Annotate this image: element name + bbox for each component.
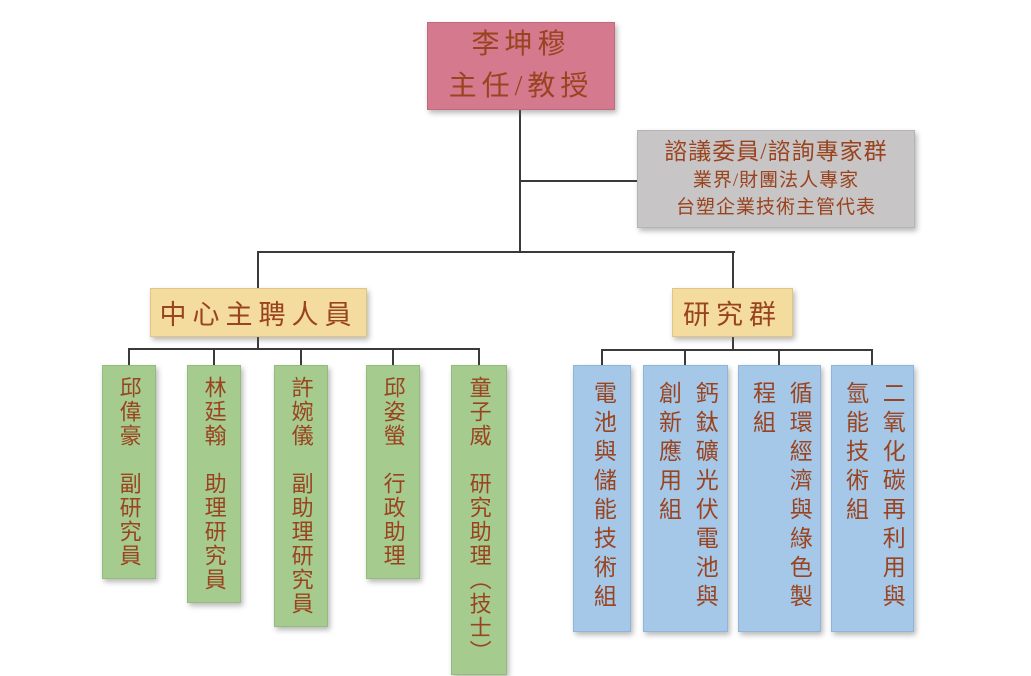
connector-research-down [732, 337, 734, 351]
staff-member-text: 邱偉豪 副研究員 [116, 376, 142, 568]
advisory-line3: 台塑企業技術主管代表 [675, 197, 876, 219]
research-group-header: 研究群 [672, 288, 793, 337]
research-group-label: 研究群 [683, 300, 782, 330]
connector-to-advisory [519, 180, 638, 182]
research-team-text: 循環經濟與綠色製 程組 [749, 381, 812, 613]
connector-staff-stub-4 [392, 348, 394, 366]
connector-research-stub-3 [778, 349, 780, 366]
staff-member-box-3: 許婉儀 副助理研究員 [274, 365, 328, 627]
staff-member-box-4: 邱姿螢 行政助理 [366, 365, 420, 579]
staff-member-box-2: 林廷翰 助理研究員 [187, 365, 241, 603]
connector-research-horizontal [601, 349, 873, 351]
research-team-box-2: 鈣鈦礦光伏電池與 創新應用組 [643, 365, 728, 632]
research-team-text: 鈣鈦礦光伏電池與 創新應用組 [655, 381, 718, 613]
connector-research-stub-4 [871, 349, 873, 366]
research-team-box-3: 循環經濟與綠色製 程組 [738, 365, 821, 632]
connector-main-horizontal [257, 251, 735, 253]
staff-member-text: 童子威 研究助理（技士） [466, 376, 492, 664]
director-name: 李坤穆 [471, 29, 571, 60]
staff-member-text: 林廷翰 助理研究員 [201, 376, 227, 592]
connector-to-research-header [732, 251, 734, 289]
connector-staff-down [257, 337, 259, 350]
connector-staff-stub-1 [128, 348, 130, 366]
research-team-box-1: 電池與儲能技術組 [573, 365, 631, 632]
research-team-box-4: 二氧化碳再利用與 氫能技術組 [831, 365, 914, 632]
staff-group-label: 中心主聘人員 [159, 300, 358, 330]
connector-staff-stub-3 [300, 348, 302, 366]
advisory-box: 諮議委員/諮詢專家群 業界/財團法人專家 台塑企業技術主管代表 [637, 130, 915, 228]
staff-member-box-1: 邱偉豪 副研究員 [102, 365, 156, 579]
director-title: 主任/教授 [448, 71, 594, 102]
connector-staff-horizontal [128, 348, 480, 350]
staff-member-box-5: 童子威 研究助理（技士） [451, 365, 507, 675]
connector-research-stub-2 [684, 349, 686, 366]
staff-group-header: 中心主聘人員 [150, 288, 367, 337]
research-team-text: 電池與儲能技術組 [590, 381, 616, 613]
connector-staff-stub-2 [213, 348, 215, 366]
connector-research-stub-1 [601, 349, 603, 366]
connector-staff-stub-5 [478, 348, 480, 366]
research-team-text: 二氧化碳再利用與 氫能技術組 [842, 381, 905, 613]
director-box: 李坤穆 主任/教授 [427, 22, 615, 110]
advisory-line2: 業界/財團法人專家 [692, 170, 860, 192]
advisory-title: 諮議委員/諮詢專家群 [664, 138, 888, 164]
staff-member-text: 許婉儀 副助理研究員 [288, 376, 314, 616]
staff-member-text: 邱姿螢 行政助理 [380, 376, 406, 568]
connector-to-staff-header [257, 251, 259, 289]
